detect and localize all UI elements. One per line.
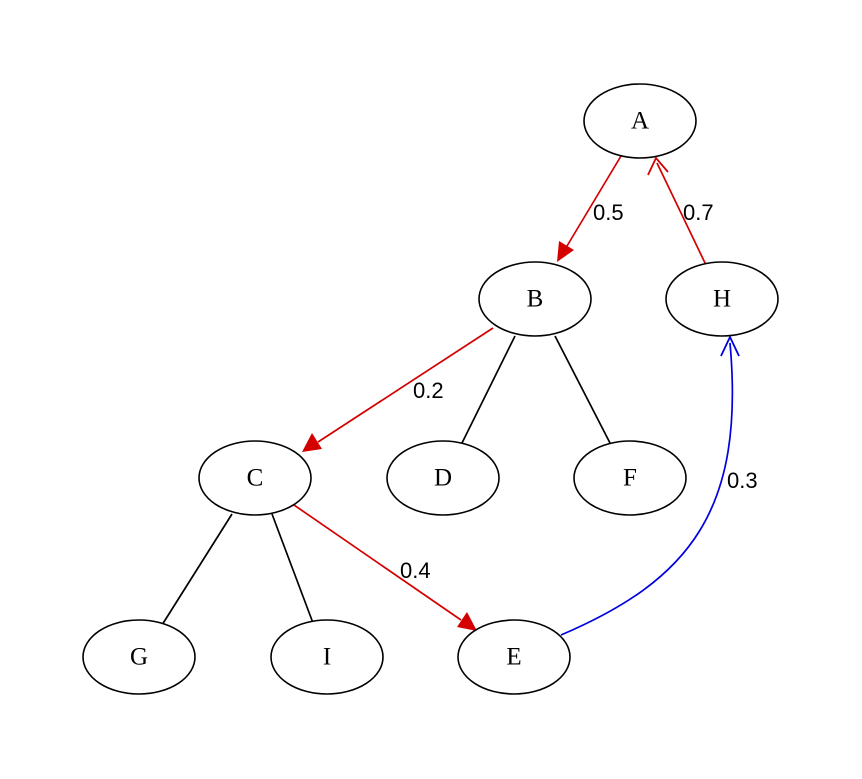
node-label-h: H: [713, 286, 731, 313]
node-label-a: A: [631, 108, 649, 135]
node-label-i: I: [323, 644, 331, 671]
edge-e-h: 0.3: [560, 334, 758, 636]
arrowhead-c-e: [457, 612, 477, 631]
arrowhead-b-c: [302, 433, 322, 452]
node-label-e: E: [506, 644, 521, 671]
node-label-d: D: [434, 465, 452, 492]
edge-b-d: [461, 335, 516, 444]
node-a[interactable]: A: [583, 83, 697, 159]
edge-label-a-b: 0.5: [593, 200, 624, 225]
edge-b-f: [554, 335, 611, 444]
edge-c-i: [271, 513, 314, 624]
edge-label-c-e: 0.4: [400, 558, 431, 583]
node-label-b: B: [527, 286, 544, 313]
edge-b-c: 0.2: [302, 327, 494, 452]
node-label-c: C: [247, 465, 264, 492]
node-label-g: G: [130, 644, 148, 671]
node-e[interactable]: E: [457, 619, 571, 695]
edge-a-b: 0.5: [557, 155, 624, 262]
node-d[interactable]: D: [386, 440, 500, 516]
node-label-f: F: [623, 465, 637, 492]
node-h[interactable]: H: [665, 261, 779, 337]
node-g[interactable]: G: [82, 619, 196, 695]
node-i[interactable]: I: [270, 619, 384, 695]
node-c[interactable]: C: [198, 440, 312, 516]
node-b[interactable]: B: [478, 261, 592, 337]
arrowhead-a-b: [557, 241, 574, 262]
edge-c-e: 0.4: [293, 504, 477, 631]
edge-label-e-h: 0.3: [727, 468, 758, 493]
node-f[interactable]: F: [573, 440, 687, 516]
arrowhead-e-h: [720, 334, 740, 357]
arrowhead-h-a: [647, 156, 669, 176]
edge-h-a: 0.7: [647, 156, 714, 266]
edge-label-h-a: 0.7: [683, 200, 714, 225]
edge-label-b-c: 0.2: [413, 378, 444, 403]
edge-c-g: [161, 513, 233, 626]
